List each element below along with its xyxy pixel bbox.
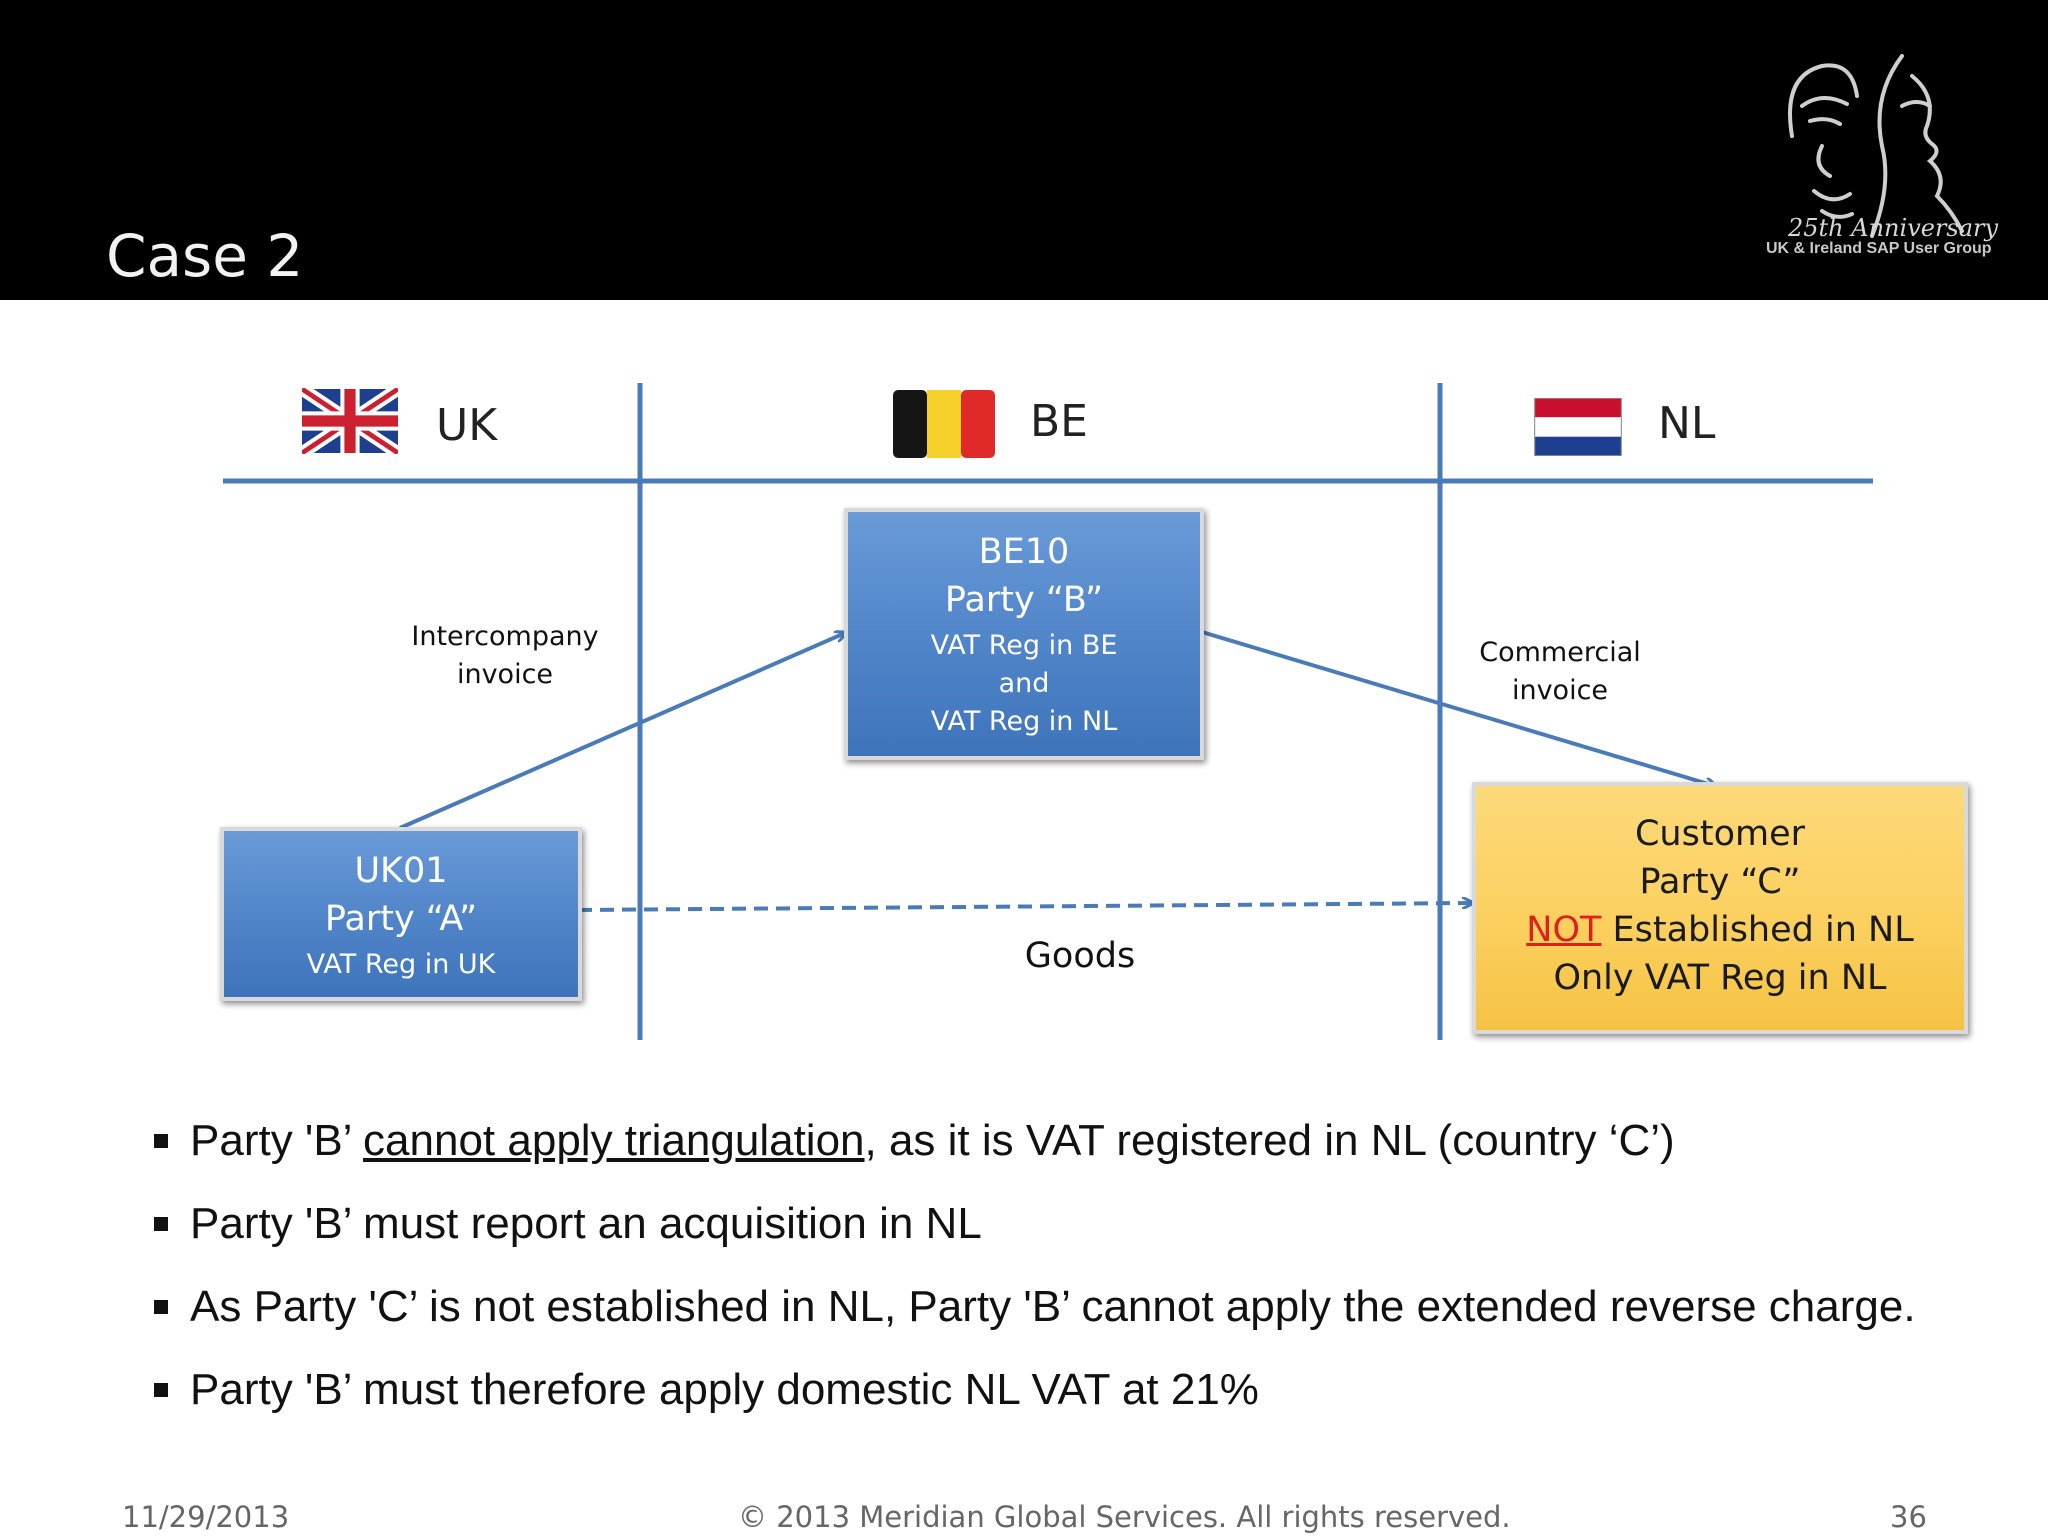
- country-label-uk: UK: [436, 400, 498, 451]
- footer-copyright: © 2013 Meridian Global Services. All rig…: [738, 1500, 1511, 1534]
- bullet-item: Party 'B’ cannot apply triangulation, as…: [150, 1108, 2010, 1191]
- uk01-party: Party “A”: [324, 899, 478, 939]
- commercial-arrow: [1201, 630, 1715, 786]
- footer-date: 11/29/2013: [122, 1500, 290, 1534]
- bullet-item: As Party 'C’ is not established in NL, P…: [150, 1274, 2010, 1357]
- be10-code: BE10: [978, 532, 1070, 572]
- country-label-be: BE: [1030, 396, 1088, 447]
- bullet-marker: [154, 1134, 168, 1148]
- customer-box: Customer Party “C” NOT Established in NL…: [1472, 782, 1968, 1034]
- bullet-item: Party 'B’ must report an acquisition in …: [150, 1191, 2010, 1274]
- bullet-1-underlined: cannot apply triangulation: [363, 1116, 865, 1165]
- bullet-item: Party 'B’ must therefore apply domestic …: [150, 1357, 2010, 1440]
- commercial-invoice-label: Commercial invoice: [1460, 634, 1660, 710]
- customer-vat: Only VAT Reg in NL: [1553, 958, 1887, 998]
- bullet-1-post: , as it is VAT registered in NL (country…: [864, 1116, 1675, 1165]
- footer-page-number: 36: [1890, 1500, 1927, 1534]
- intercompany-label-line1: Intercompany: [411, 621, 599, 652]
- logo-group-text: UK & Ireland SAP User Group: [1766, 240, 1992, 257]
- established-text: Established in NL: [1601, 910, 1914, 950]
- uk01-vat: VAT Reg in UK: [306, 949, 496, 980]
- uk01-code: UK01: [354, 851, 448, 891]
- netherlands-flag-icon: [1534, 398, 1622, 456]
- intercompany-label-line2: invoice: [456, 659, 554, 690]
- intercompany-invoice-label: Intercompany invoice: [395, 618, 615, 694]
- bullet-list: Party 'B’ cannot apply triangulation, as…: [150, 1108, 2010, 1440]
- bullet-marker: [154, 1300, 168, 1314]
- customer-established: NOT Established in NL: [1476, 910, 1964, 950]
- bullet-marker: [154, 1217, 168, 1231]
- goods-label: Goods: [1024, 936, 1136, 976]
- be10-party: Party “B”: [944, 580, 1104, 620]
- sap-user-group-logo: [1788, 54, 1964, 238]
- country-label-nl: NL: [1658, 398, 1716, 449]
- bullet-2-text: Party 'B’ must report an acquisition in …: [190, 1199, 982, 1248]
- slide-header: [0, 0, 2048, 300]
- uk01-box: UK01 Party “A” VAT Reg in UK: [220, 827, 582, 1001]
- commercial-label-line1: Commercial: [1479, 637, 1641, 668]
- bullet-4-text: Party 'B’ must therefore apply domestic …: [190, 1365, 1259, 1414]
- bullet-marker: [154, 1383, 168, 1397]
- slide-title: Case 2: [106, 222, 304, 290]
- customer-title: Customer: [1634, 814, 1805, 854]
- be10-vat-nl: VAT Reg in NL: [930, 706, 1118, 737]
- customer-party: Party “C”: [1639, 862, 1801, 902]
- be10-vat-be: VAT Reg in BE: [930, 630, 1118, 661]
- goods-arrow: [577, 903, 1472, 912]
- commercial-label-line2: invoice: [1511, 675, 1609, 706]
- be10-and: and: [998, 668, 1050, 699]
- bullet-1-pre: Party 'B’: [190, 1116, 364, 1165]
- bullet-3-text: As Party 'C’ is not established in NL, P…: [190, 1282, 1916, 1331]
- not-highlight: NOT: [1526, 910, 1602, 950]
- belgium-flag-icon: [893, 390, 995, 458]
- be10-box: BE10 Party “B” VAT Reg in BE and VAT Reg…: [844, 508, 1204, 760]
- logo-anniversary-text: 25th Anniversary: [1788, 214, 1999, 242]
- intercompany-arrow: [399, 633, 845, 830]
- uk-flag-icon: [302, 388, 398, 454]
